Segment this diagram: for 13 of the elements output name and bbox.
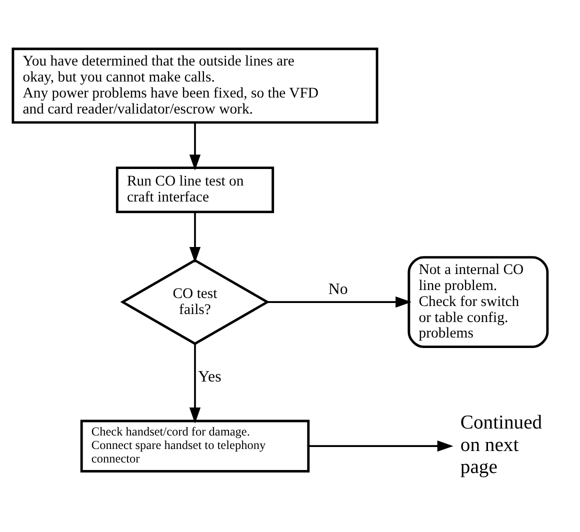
arrow (189, 122, 201, 170)
arrow (189, 212, 201, 262)
node-box: Not a internal CO line problem. Check for switch or table config. problems (408, 256, 549, 348)
node-box: You have determined that the outside lines are okay, but you cannot make calls. Any power problems have been fixed, so the VFD and card reader/validator/escrow work. (12, 47, 378, 124)
edge-label: Yes (198, 368, 222, 386)
arrow (308, 440, 454, 452)
arrow (189, 343, 201, 423)
arrow (268, 296, 412, 308)
node-diamond: CO test fails? (120, 258, 270, 345)
node-box: Check handset/cord for damage. Connect spare handset to telephony connector (80, 419, 310, 472)
edge-label: No (328, 280, 348, 298)
node-text: Continued on next page (460, 412, 542, 478)
node-box: Run CO line test on craft interface (116, 166, 274, 213)
